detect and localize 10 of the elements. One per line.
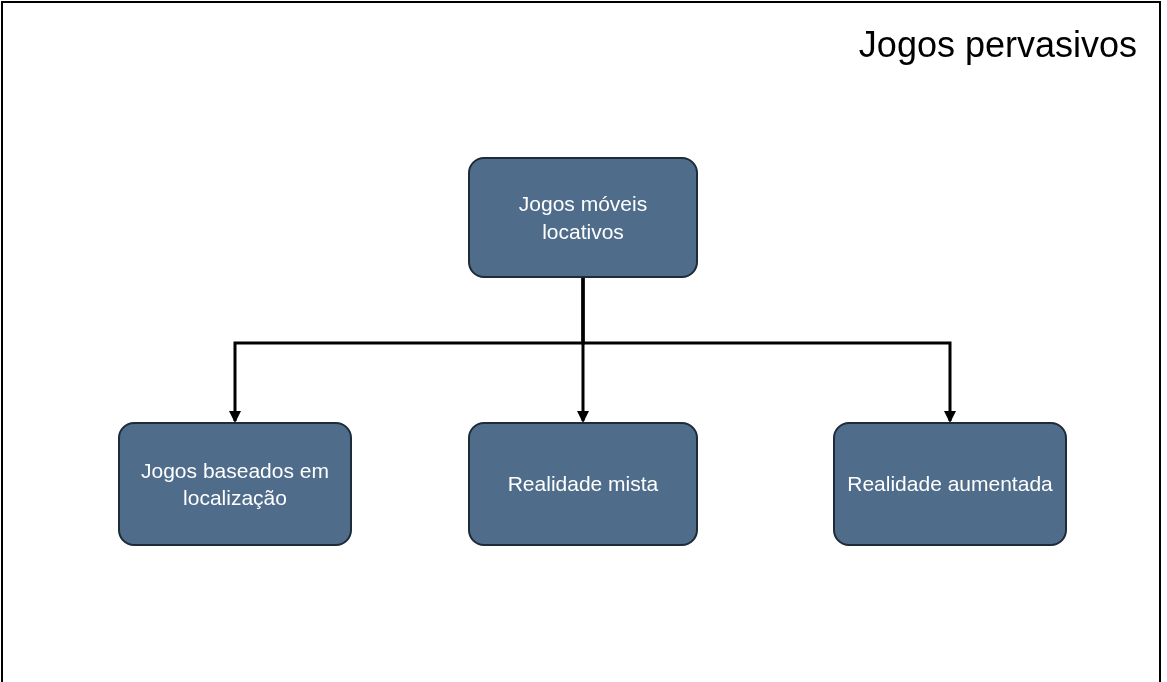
box-label: Realidade aumentada [847,471,1053,498]
slide-title: Jogos pervasivos [858,23,1137,67]
box-label: Realidade mista [507,471,659,498]
box-label: Jogos móveis locativos [517,191,649,245]
process-box [468,422,698,546]
connector-arrow [581,278,956,423]
box-label: Jogos baseados em localização [140,457,330,511]
process-box [833,422,1067,546]
process-box [468,157,698,278]
process-box [118,422,352,546]
